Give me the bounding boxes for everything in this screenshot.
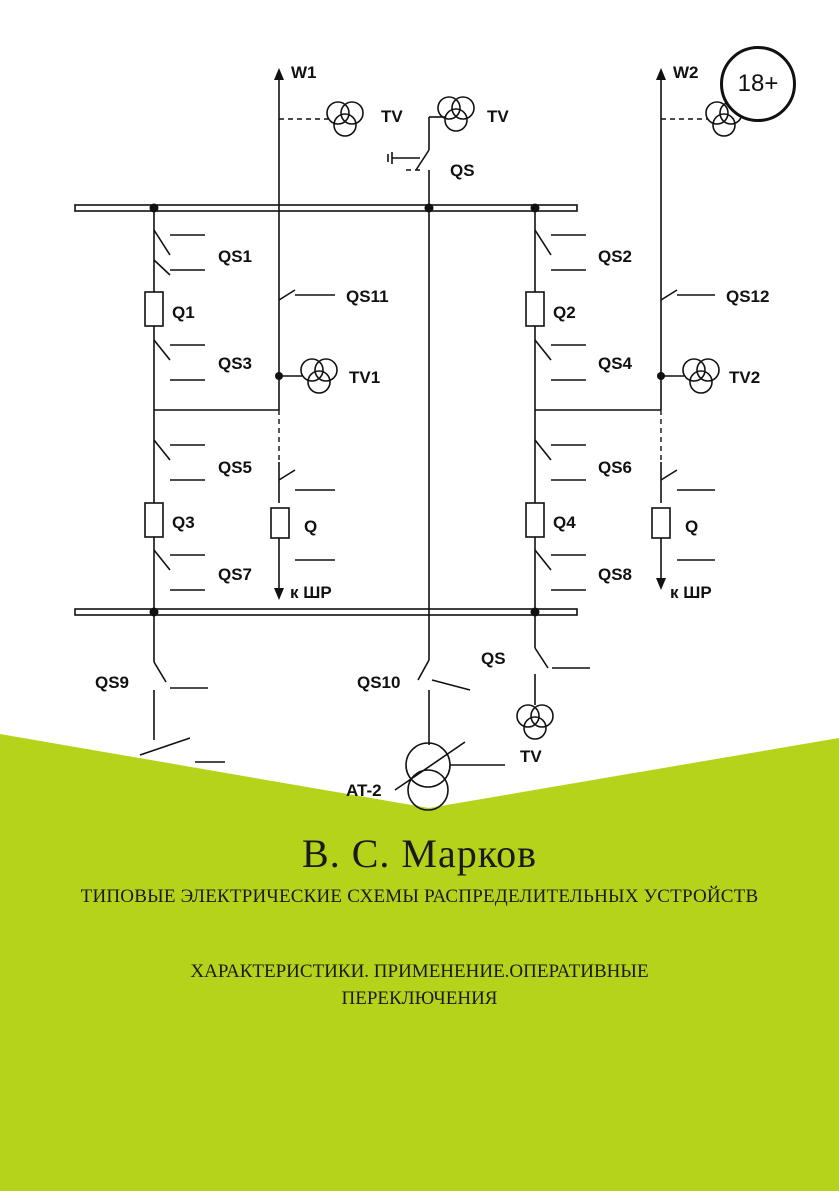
label-qs12: QS12 xyxy=(726,287,769,306)
busbar-bottom xyxy=(74,608,578,616)
label-qs9: QS9 xyxy=(95,673,129,692)
author-name: В. С. Марков xyxy=(302,831,537,876)
age-rating-badge: 18+ xyxy=(720,46,796,122)
label-w2: W2 xyxy=(673,63,699,82)
busbar-top xyxy=(74,204,578,212)
label-q1: Q1 xyxy=(172,303,195,322)
label-shr-left: к ШР xyxy=(290,583,332,602)
label-at2: AT-2 xyxy=(346,781,382,800)
label-tv1: TV1 xyxy=(349,368,380,387)
green-band xyxy=(0,734,839,1191)
label-tv-bottom: TV xyxy=(520,747,542,766)
label-w1: W1 xyxy=(291,63,317,82)
label-qs8: QS8 xyxy=(598,565,632,584)
book-title: ТИПОВЫЕ ЭЛЕКТРИЧЕСКИЕ СХЕМЫ РАСПРЕДЕЛИТЕ… xyxy=(80,886,759,907)
label-shr-right: к ШР xyxy=(670,583,712,602)
book-subtitle: ХАРАКТЕРИСТИКИ. ПРИМЕНЕНИЕ.ОПЕРАТИВНЫЕ П… xyxy=(190,961,649,1009)
label-q3: Q3 xyxy=(172,513,195,532)
label-qs4: QS4 xyxy=(598,354,633,373)
arrow-w2-icon xyxy=(656,68,666,80)
label-qs10: QS10 xyxy=(357,673,400,692)
label-q2: Q2 xyxy=(553,303,576,322)
label-q-right: Q xyxy=(685,517,698,536)
label-qs2: QS2 xyxy=(598,247,632,266)
label-qs1: QS1 xyxy=(218,247,252,266)
label-qs6: QS6 xyxy=(598,458,632,477)
label-q4: Q4 xyxy=(553,513,576,532)
label-qs3: QS3 xyxy=(218,354,252,373)
label-qs7: QS7 xyxy=(218,565,252,584)
arrow-w1-icon xyxy=(274,68,284,80)
label-qs-top: QS xyxy=(450,161,475,180)
label-q-left: Q xyxy=(304,517,317,536)
label-tv-right: TV xyxy=(487,107,509,126)
label-qs-bottom: QS xyxy=(481,649,506,668)
label-qs5: QS5 xyxy=(218,458,252,477)
label-tv2: TV2 xyxy=(729,368,760,387)
label-tv-left: TV xyxy=(381,107,403,126)
label-qs11: QS11 xyxy=(346,287,389,306)
